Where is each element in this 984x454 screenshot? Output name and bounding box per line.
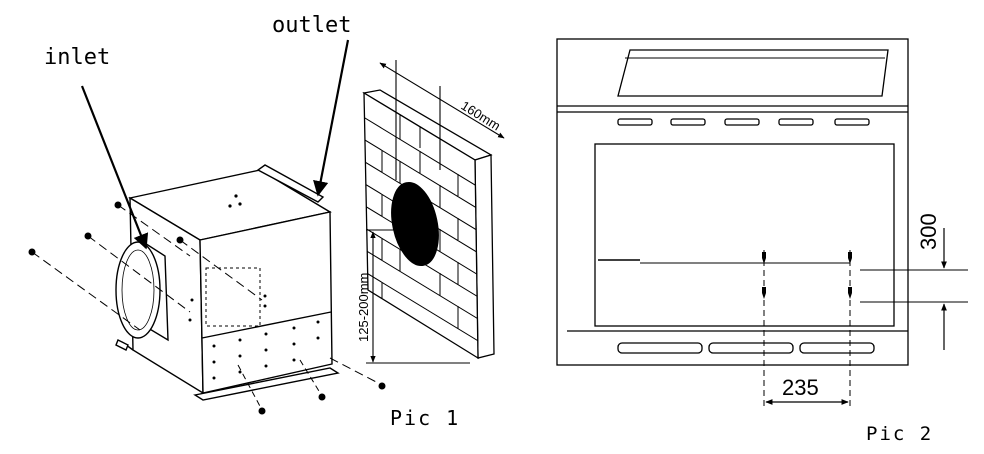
cooker-hood	[556, 38, 909, 366]
inlet-label: inlet	[44, 45, 110, 70]
brick-wall	[362, 89, 495, 360]
inlet-spigot	[115, 238, 169, 342]
screws	[28, 201, 386, 415]
inlet-arrow	[80, 85, 149, 250]
pic2-caption: Pic 2	[866, 423, 933, 445]
dim-hole-height	[366, 229, 470, 364]
outlet-arrow	[313, 39, 350, 197]
outlet-label: outlet	[272, 13, 351, 38]
hole-height-label: 125-200mm	[356, 273, 371, 342]
pic1-caption: Pic 1	[390, 406, 460, 430]
dim-wall-thickness	[379, 60, 505, 180]
horizontal-dim-label: 235	[782, 375, 819, 400]
hood-mount-points	[598, 250, 968, 410]
screw-lines	[31, 204, 383, 411]
vertical-dim-label: 300	[916, 213, 941, 250]
wall-thickness-label: 160mm	[458, 98, 503, 134]
hood-screws	[762, 252, 852, 299]
